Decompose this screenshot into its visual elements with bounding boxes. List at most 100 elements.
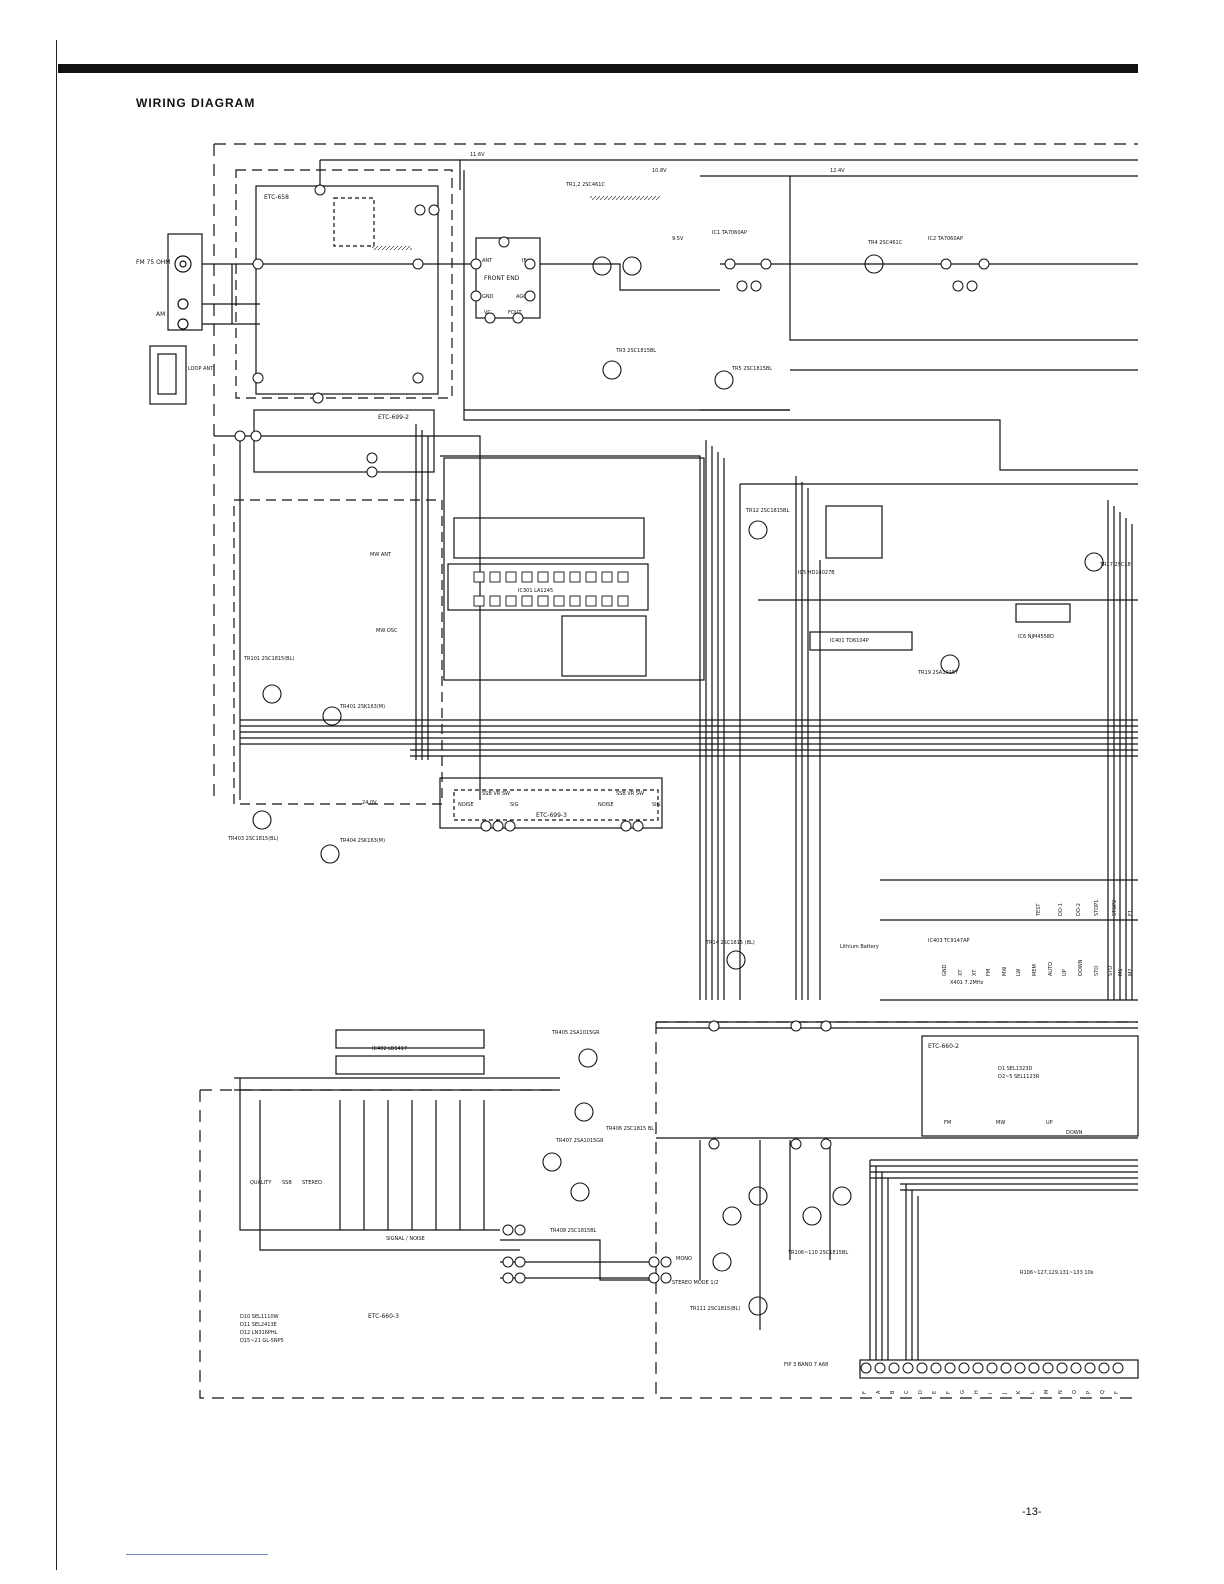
- ic403-pin-xt-1: XT: [958, 969, 964, 976]
- front-end-pin-agc: AGC: [516, 294, 527, 300]
- stereo-led-label: STEREO: [302, 1180, 322, 1186]
- ic403-pin-auto: AUTO: [1048, 962, 1054, 976]
- tr12-label: TR12 2SC1815BL: [745, 508, 789, 514]
- fip-pin-17: P: [1086, 1391, 1092, 1394]
- tr407-label: TR407 2SA1015GR: [555, 1138, 604, 1144]
- fip-pin-18: Q: [1100, 1390, 1106, 1394]
- ic403-pin-mw: MW: [1002, 967, 1008, 976]
- noise-label-left: NOISE: [458, 802, 473, 808]
- fip-pin-1: F: [862, 1391, 868, 1394]
- tr403-label: TR403 2SC1815(BL): [227, 836, 278, 842]
- down-button-label: DOWN: [1066, 1130, 1083, 1136]
- ic403-pin-lw: LW: [1016, 969, 1022, 976]
- voltage-11-6: 11.6V: [470, 152, 485, 158]
- diode-legend-d12: D12 LN316PHL: [240, 1330, 278, 1336]
- signal-noise-label: SIGNAL / NOISE: [386, 1236, 425, 1242]
- ic403-label: IC403 TC9147AP: [928, 938, 970, 944]
- tr19-label: TR19 2SA1015Y: [917, 670, 959, 676]
- fip-pin-7: F: [946, 1391, 952, 1394]
- mono-switch-label: MONO: [676, 1256, 692, 1262]
- voltage-24: 24.0V: [362, 800, 377, 806]
- page-number: -13-: [1022, 1506, 1042, 1518]
- ic403-pin-xt-2: XT: [972, 969, 978, 976]
- ssb-vr-switch-right-label: SSB VR SW: [616, 791, 644, 797]
- front-end-pin-ant: ANT: [482, 258, 493, 264]
- ic403-pin-sto-2: STO: [1108, 966, 1114, 976]
- ic2-label: IC2 TA7060AP: [928, 236, 963, 242]
- ic401-label: IC401 TD6104P: [830, 638, 869, 644]
- tr106-110-label: TR106~110 2SC1815BL: [787, 1250, 848, 1256]
- fip-pin-19: F: [1114, 1391, 1120, 1394]
- resistor-network-note: R106~127,129,131~133 10k: [1020, 1270, 1094, 1276]
- fip-pin-11: J: [1002, 1393, 1008, 1395]
- tr405-label: TR405 2SA1015GR: [551, 1030, 600, 1036]
- lithium-battery-label: Lithium Battery: [840, 944, 879, 950]
- fip-pin-12: K: [1016, 1390, 1022, 1394]
- ic403-pin-fm: FM: [986, 969, 992, 976]
- ic403-pin-sto-1: STO: [1094, 966, 1100, 976]
- led-d1-note: D1 SEL1323D: [998, 1066, 1032, 1072]
- label-am-terminal: AM: [156, 311, 165, 318]
- voltage-9-5: 9.5V: [672, 236, 684, 242]
- sig-label-left: SIG: [510, 802, 519, 808]
- ic403-pin-stop1: STOP1: [1094, 900, 1100, 916]
- fip-pin-9: H: [974, 1390, 980, 1394]
- front-end-pin-if: IF: [522, 258, 526, 264]
- voltage-12-4: 12.4V: [830, 168, 845, 174]
- tr4-label: TR4 2SC461C: [867, 240, 903, 246]
- fip-display-label: FIP 3 BAND 7 A68: [784, 1362, 828, 1368]
- ic6-label: IC6 NJM4558D: [1018, 634, 1054, 640]
- fip-pin-10: I: [988, 1393, 994, 1394]
- board-label-etc660-3: ETC-660-3: [368, 1313, 399, 1320]
- ic301-label: IC301 LA1245: [518, 588, 553, 594]
- tr404-label: TR404 2SK163(M): [339, 838, 385, 844]
- tr5-label: TR5 2SC1815BL: [731, 366, 772, 372]
- fip-pin-14: M: [1044, 1390, 1050, 1394]
- fip-pin-2: A: [876, 1390, 882, 1394]
- ic403-pin-gnd: GND: [942, 964, 948, 976]
- diode-legend-d15-21: D15~21 GL-5NP5: [240, 1338, 284, 1344]
- fip-pin-5: D: [918, 1390, 924, 1394]
- label-loop-antenna: LOOP ANT: [188, 366, 214, 372]
- fip-pin-13: L: [1030, 1391, 1036, 1394]
- ic403-pin-do1: DO-1: [1058, 903, 1064, 916]
- mw-button-label: MW: [996, 1120, 1005, 1126]
- voltage-10-8: 10.8V: [652, 168, 667, 174]
- tr1-2-label: TR1,2 2SC461C: [565, 182, 605, 188]
- ic403-pin-up: UP: [1062, 969, 1068, 976]
- tr17-label: TR17 2SC18: [1099, 562, 1131, 568]
- up-button-label: UP: [1046, 1120, 1053, 1126]
- noise-label-right: NOISE: [598, 802, 613, 808]
- ic403-pin-m2: M2: [1128, 969, 1134, 977]
- label-mw-oscillator: MW OSC: [376, 628, 398, 634]
- front-end-title: FRONT END: [484, 275, 520, 282]
- fm-button-label: FM: [944, 1120, 951, 1126]
- fip-pin-15: N: [1058, 1390, 1064, 1394]
- tr3-label: TR3 2SC1815BL: [615, 348, 656, 354]
- crystal-x401-label: X401 7.2MHz: [950, 980, 984, 986]
- ic403-pin-stop2: STOP2: [1112, 900, 1118, 916]
- fip-pin-3: B: [890, 1390, 896, 1394]
- tr408-label: TR408 2SC1815BL: [549, 1228, 597, 1234]
- board-label-etc658: ETC-658: [264, 194, 289, 201]
- tr101-label: TR101 2SC1815(BL): [243, 656, 294, 662]
- board-label-etc699-2: ETC-699-2: [378, 414, 409, 421]
- label-mw-antenna: MW ANT: [370, 552, 392, 558]
- fip-pin-6: E: [932, 1391, 938, 1394]
- ic403-pin-down: DOWN: [1078, 959, 1084, 976]
- page-header-rule: [58, 64, 1138, 73]
- ic403-pin-mem: MEM: [1032, 964, 1038, 976]
- tr111-label: TR111 2SC1815(BL): [689, 1306, 740, 1312]
- fip-pin-16: O: [1072, 1390, 1078, 1394]
- sig-label-right: SIG: [652, 802, 661, 808]
- page-title: WIRING DIAGRAM: [136, 96, 256, 110]
- ic403-pin-test: TEST: [1036, 903, 1042, 917]
- ic403-pin-m1: M1: [1118, 969, 1124, 977]
- ssb-led-label: SSB: [282, 1180, 292, 1186]
- board-label-etc660-2: ETC-660-2: [928, 1043, 959, 1050]
- fip-pin-4: C: [904, 1390, 910, 1394]
- fip-pin-8: G: [960, 1390, 966, 1394]
- led-d2-5-note: D2~5 SEL1123R: [998, 1074, 1040, 1080]
- front-end-pin-fout: FOUT: [508, 310, 522, 316]
